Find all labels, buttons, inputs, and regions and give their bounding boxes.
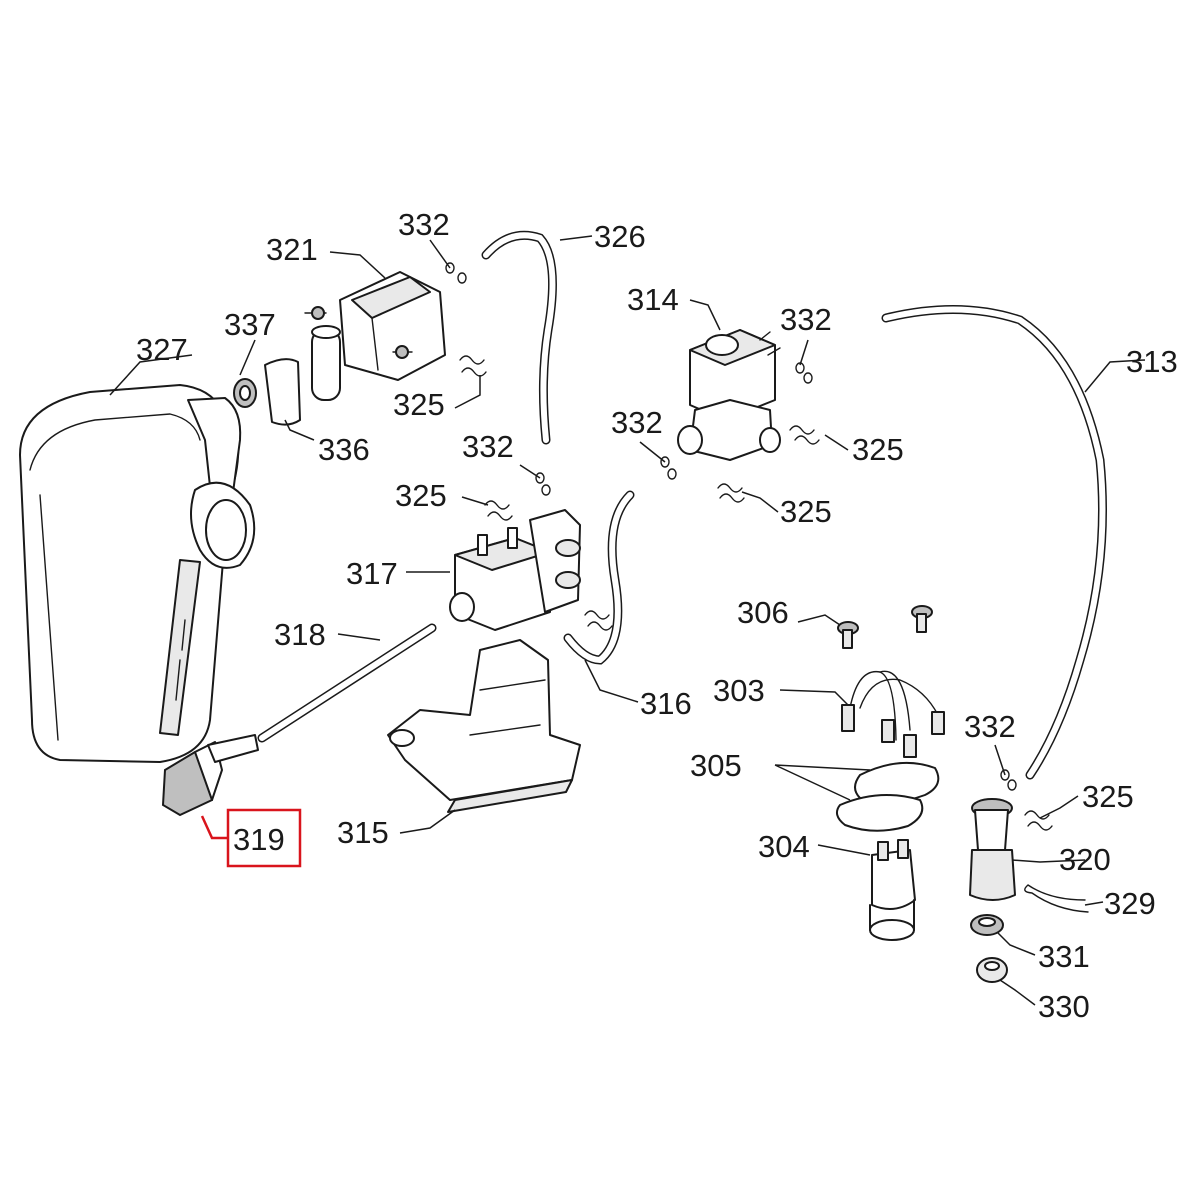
label-315: 315	[337, 815, 389, 850]
label-314: 314	[627, 282, 679, 317]
label-304: 304	[758, 829, 810, 864]
part-315-bracket	[387, 639, 581, 813]
label-316: 316	[640, 686, 692, 721]
label-306: 306	[737, 595, 789, 630]
label-318: 318	[274, 617, 326, 652]
part-331-nut	[970, 914, 1004, 936]
label-336: 336	[318, 432, 370, 467]
part-332-o-rings	[445, 262, 1017, 791]
label-326: 326	[594, 219, 646, 254]
part-303-wiring	[841, 670, 945, 758]
label-313: 313	[1126, 344, 1178, 379]
highlight-leader	[200, 815, 228, 840]
highlight-319	[200, 808, 302, 868]
part-314-solenoid-valve	[677, 329, 781, 461]
label-332-e: 332	[964, 709, 1016, 744]
part-329-clip	[1024, 884, 1089, 913]
label-332-a: 332	[398, 207, 450, 242]
part-319-connector	[161, 734, 259, 817]
part-321-valve	[304, 271, 446, 401]
label-331: 331	[1038, 939, 1090, 974]
label-327: 327	[136, 332, 188, 367]
part-316-tube	[563, 490, 635, 665]
part-330-nut	[976, 957, 1008, 983]
label-325-e: 325	[1082, 779, 1134, 814]
label-337: 337	[224, 307, 276, 342]
label-325-c: 325	[395, 478, 447, 513]
part-325-clips	[459, 355, 1053, 831]
part-305-gaskets	[835, 761, 940, 832]
label-321: 321	[266, 232, 318, 267]
label-332-c: 332	[462, 429, 514, 464]
part-318-tube	[257, 623, 437, 743]
part-labels: 321 332 326 314 332 313 337 327 325 336 …	[136, 207, 1178, 1024]
leader-lines	[109, 235, 1146, 1006]
label-332-d: 332	[611, 405, 663, 440]
label-305: 305	[690, 748, 742, 783]
label-319: 319	[233, 822, 285, 857]
label-332-b: 332	[780, 302, 832, 337]
part-337-seal	[233, 378, 257, 408]
label-325-a: 325	[393, 387, 445, 422]
label-330: 330	[1038, 989, 1090, 1024]
part-320-fitting	[969, 798, 1016, 901]
label-325-b: 325	[852, 432, 904, 467]
label-320: 320	[1059, 842, 1111, 877]
label-329: 329	[1104, 886, 1156, 921]
part-313-tube	[881, 305, 1107, 780]
part-306-screws	[837, 605, 933, 649]
label-317: 317	[346, 556, 398, 591]
label-325-d: 325	[780, 494, 832, 529]
highlight-box	[226, 808, 302, 868]
part-326-tube	[481, 230, 557, 445]
label-303: 303	[713, 673, 765, 708]
part-327-water-tank	[19, 384, 256, 763]
part-304-terminal	[869, 839, 916, 941]
part-317-solenoid-valve	[449, 509, 581, 631]
part-336-sleeve	[264, 358, 301, 426]
